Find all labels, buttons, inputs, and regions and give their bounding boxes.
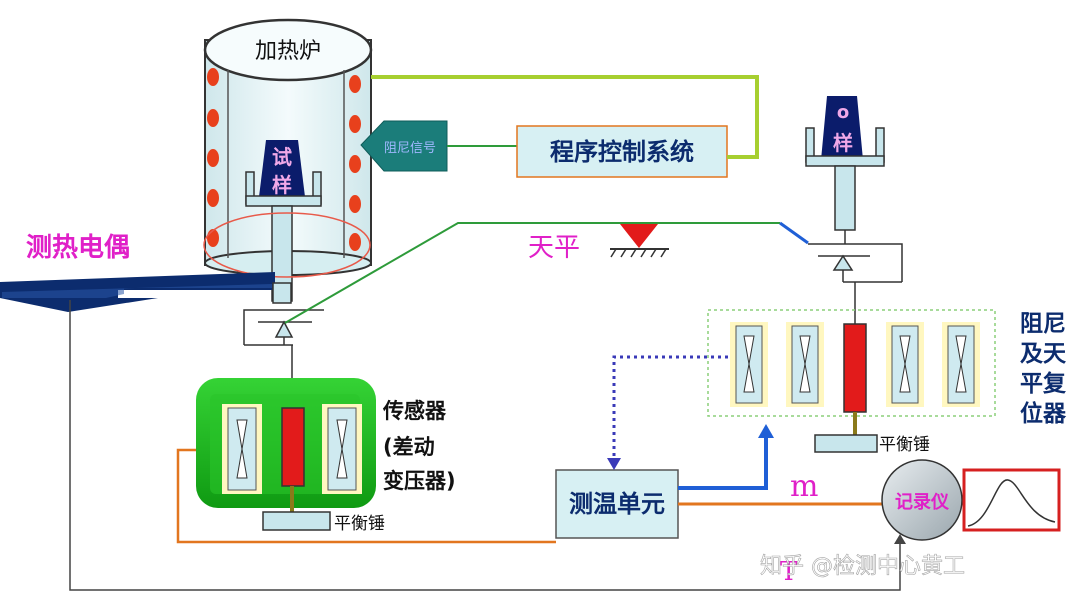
- furnace: [203, 18, 373, 276]
- right-sample-char2: 样: [833, 131, 853, 155]
- damping-coils: [730, 322, 980, 413]
- sensor-to-temp-wire: [176, 448, 556, 544]
- damping-reset-line3: 平复: [1020, 371, 1067, 397]
- watermark: 知乎 @检测中心黄工: [760, 554, 965, 579]
- damping-reset-box: [707, 309, 996, 417]
- damping-reset-line2: 及天: [1020, 341, 1067, 367]
- furnace-label: 加热炉: [255, 39, 321, 64]
- right-sample-holder: [805, 96, 903, 325]
- sensor-label-line2: (差动: [383, 435, 435, 459]
- recorder-label: 记录仪: [895, 492, 950, 513]
- damping-reset-line4: 位器: [1020, 400, 1067, 427]
- temp-unit-box: [555, 469, 679, 539]
- balance-arm-right: [779, 221, 809, 245]
- heater-elements: [207, 68, 361, 251]
- program-control-box: [516, 125, 728, 178]
- temp-to-damping-wire: [678, 436, 768, 490]
- left-counterweight: [262, 511, 331, 531]
- sensor-transformer: [196, 378, 376, 508]
- furnace-control-wire: [371, 75, 759, 159]
- right-sample-char1: o: [837, 102, 849, 123]
- temperature-signal-label: T: [780, 557, 798, 587]
- damping-signal-label: 阻尼信号: [384, 141, 436, 156]
- balance-link-wire: [284, 222, 780, 324]
- left-sample-char1: 试: [272, 145, 292, 169]
- left-sample-char2: 样: [272, 173, 292, 197]
- damping-reset-line1: 阻尼: [1020, 311, 1066, 337]
- damping-feedback-dotted: [612, 355, 728, 462]
- mass-signal-label: m: [790, 469, 818, 504]
- left-counterweight-label: 平衡锤: [334, 514, 385, 534]
- thermocouple-return-wire: [69, 300, 901, 591]
- right-counterweight-label: 平衡锤: [879, 435, 930, 455]
- sensor-zone-highlight: [203, 212, 371, 278]
- sensor-label-line3: 变压器): [383, 469, 456, 493]
- recorder-curve: [967, 479, 1056, 527]
- temp-unit-label: 测温单元: [569, 490, 665, 518]
- balance-label: 天平: [528, 233, 580, 263]
- thermocouple-probe: [0, 272, 275, 312]
- thermocouple-label: 测热电偶: [26, 233, 130, 263]
- balance-fulcrum: [610, 224, 669, 258]
- program-control-label: 程序控制系统: [550, 138, 694, 166]
- right-counterweight: [814, 434, 878, 453]
- recorder-circle: [881, 459, 963, 541]
- sensor-label-line1: 传感器: [382, 399, 447, 423]
